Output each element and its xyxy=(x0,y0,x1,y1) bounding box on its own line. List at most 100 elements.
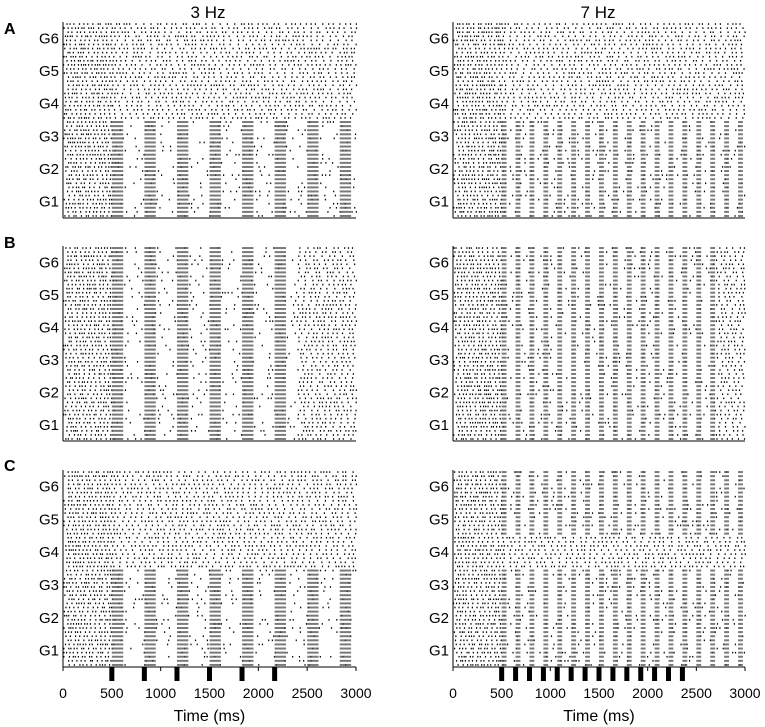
spike xyxy=(111,64,113,66)
spike xyxy=(532,100,534,103)
spike xyxy=(101,251,104,253)
spike xyxy=(462,162,465,164)
spike xyxy=(478,23,480,25)
spike xyxy=(105,251,107,253)
spike xyxy=(209,35,212,38)
spike xyxy=(245,92,247,95)
spike xyxy=(487,145,489,148)
spike xyxy=(493,186,495,189)
spike xyxy=(495,35,498,38)
spike xyxy=(453,174,455,176)
spike xyxy=(486,202,488,205)
spike xyxy=(186,31,188,34)
burst xyxy=(571,210,577,213)
spike xyxy=(74,263,76,266)
spike xyxy=(289,92,291,95)
spike xyxy=(474,182,477,185)
spike xyxy=(145,31,147,34)
spike xyxy=(681,55,683,58)
spike xyxy=(728,117,730,119)
spike xyxy=(680,39,682,42)
spike xyxy=(87,133,89,136)
spike xyxy=(320,88,322,91)
spike xyxy=(352,271,354,274)
spike xyxy=(519,80,522,83)
spike xyxy=(659,80,662,83)
spike xyxy=(104,133,106,136)
spike xyxy=(342,96,344,99)
spike xyxy=(503,31,506,34)
spike xyxy=(126,104,128,107)
spike xyxy=(474,174,476,176)
spike xyxy=(112,59,114,62)
spike xyxy=(77,267,80,270)
spike xyxy=(638,59,640,62)
spike xyxy=(343,80,345,83)
burst xyxy=(654,129,660,132)
spike xyxy=(119,80,122,83)
spike xyxy=(464,137,466,140)
spike xyxy=(612,39,614,42)
spike xyxy=(614,35,616,38)
spike xyxy=(185,72,187,74)
spike xyxy=(495,166,497,168)
spike xyxy=(734,92,736,95)
spike xyxy=(734,39,736,42)
spike xyxy=(76,178,78,181)
spike xyxy=(557,31,559,34)
spike xyxy=(81,125,83,127)
burst xyxy=(626,133,632,136)
burst xyxy=(144,153,156,156)
burst xyxy=(738,145,743,148)
burst xyxy=(585,125,590,128)
spike xyxy=(95,170,97,172)
spike xyxy=(100,247,103,249)
spike xyxy=(232,141,234,144)
spike xyxy=(110,275,113,278)
spike xyxy=(622,96,624,99)
spike xyxy=(557,39,559,42)
spike xyxy=(565,43,567,46)
spike xyxy=(273,68,275,70)
spike xyxy=(510,27,512,29)
spike xyxy=(716,96,718,99)
spike xyxy=(649,145,651,148)
burst xyxy=(612,121,618,124)
burst xyxy=(668,165,674,168)
spike xyxy=(722,43,724,46)
spike xyxy=(611,113,613,115)
burst xyxy=(654,190,660,193)
burst xyxy=(654,170,660,173)
burst xyxy=(571,145,577,148)
spike xyxy=(76,271,78,274)
spike xyxy=(96,263,99,266)
spike xyxy=(637,51,639,54)
spike xyxy=(475,76,477,78)
spike xyxy=(642,47,644,50)
spike xyxy=(468,182,470,185)
spike xyxy=(564,198,566,201)
spike xyxy=(491,211,493,213)
spike xyxy=(138,149,140,152)
burst xyxy=(111,251,124,254)
spike xyxy=(503,113,505,115)
row-label-b: B xyxy=(4,235,16,252)
spike xyxy=(79,153,81,156)
burst xyxy=(515,198,521,201)
burst xyxy=(738,210,743,213)
spike xyxy=(456,206,458,209)
spike xyxy=(641,27,644,29)
spike xyxy=(318,96,320,99)
burst xyxy=(738,194,743,197)
spike xyxy=(730,68,733,70)
spike xyxy=(522,80,524,83)
burst xyxy=(599,178,604,181)
spike xyxy=(220,51,222,54)
spike xyxy=(70,59,73,62)
spike xyxy=(607,141,609,144)
burst xyxy=(176,129,189,132)
spike xyxy=(101,174,104,176)
burst xyxy=(640,206,646,209)
burst xyxy=(738,186,743,189)
burst xyxy=(571,190,577,193)
